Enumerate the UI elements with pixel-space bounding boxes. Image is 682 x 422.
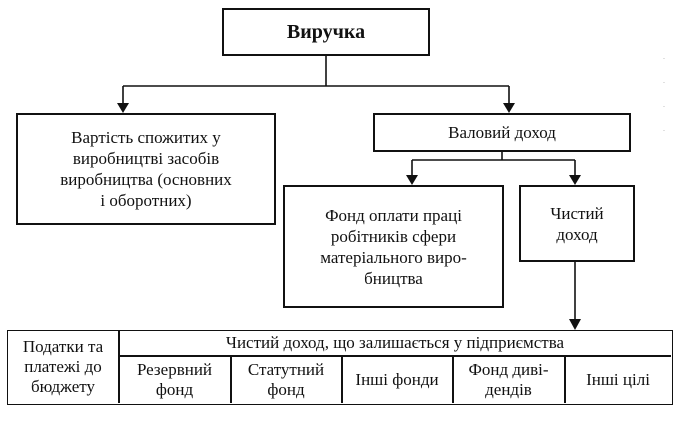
net-income-label: Чистий доход <box>550 203 604 244</box>
statutory-fund-cell: Статутний фонд <box>231 356 341 403</box>
wage-fund-label: Фонд оплати праці робітників сфери матер… <box>320 205 467 288</box>
consumed-means-cost-label: Вартість спожитих у виробництві засобів … <box>60 128 232 210</box>
distribution-table: Податки та платежі до бюджету Чистий дох… <box>7 330 673 405</box>
table-divider <box>230 356 232 403</box>
fund-label: Інші фонди <box>355 369 439 389</box>
remaining-net-income-header-cell: Чистий доход, що залишається у підприємс… <box>119 331 671 355</box>
arrow-to-net-box <box>569 175 581 185</box>
table-divider <box>564 356 566 403</box>
other-purposes-cell: Інші цілі <box>565 356 671 403</box>
arrow-to-cost-box <box>117 103 129 113</box>
fund-label: Інші цілі <box>586 369 650 389</box>
fund-label: Статутний фонд <box>247 359 325 399</box>
taxes-cell: Податки та платежі до бюджету <box>8 331 118 403</box>
table-divider <box>452 356 454 403</box>
revenue-label: Виручка <box>286 20 366 43</box>
table-divider <box>118 331 120 403</box>
reserve-fund-cell: Резервний фонд <box>119 356 230 403</box>
arrow-to-table <box>569 319 581 330</box>
net-income-box: Чистий доход <box>519 185 635 262</box>
arrow-to-gross-box <box>503 103 515 113</box>
dividend-fund-cell: Фонд диві- дендів <box>453 356 564 403</box>
arrow-to-wage-box <box>406 175 418 185</box>
wage-fund-box: Фонд оплати праці робітників сфери матер… <box>283 185 504 308</box>
gross-income-box: Валовий доход <box>373 113 631 152</box>
remaining-net-income-header: Чистий доход, що залишається у підприємс… <box>225 333 565 352</box>
table-divider <box>119 355 671 357</box>
revenue-box: Виручка <box>222 8 430 56</box>
taxes-label: Податки та платежі до бюджету <box>22 337 104 396</box>
table-divider <box>341 356 343 403</box>
gross-income-label: Валовий доход <box>448 123 556 142</box>
consumed-means-cost-box: Вартість спожитих у виробництві засобів … <box>16 113 276 225</box>
fund-label: Резервний фонд <box>136 359 213 399</box>
fund-label: Фонд диві- дендів <box>468 359 549 399</box>
other-funds-cell: Інші фонди <box>342 356 452 403</box>
